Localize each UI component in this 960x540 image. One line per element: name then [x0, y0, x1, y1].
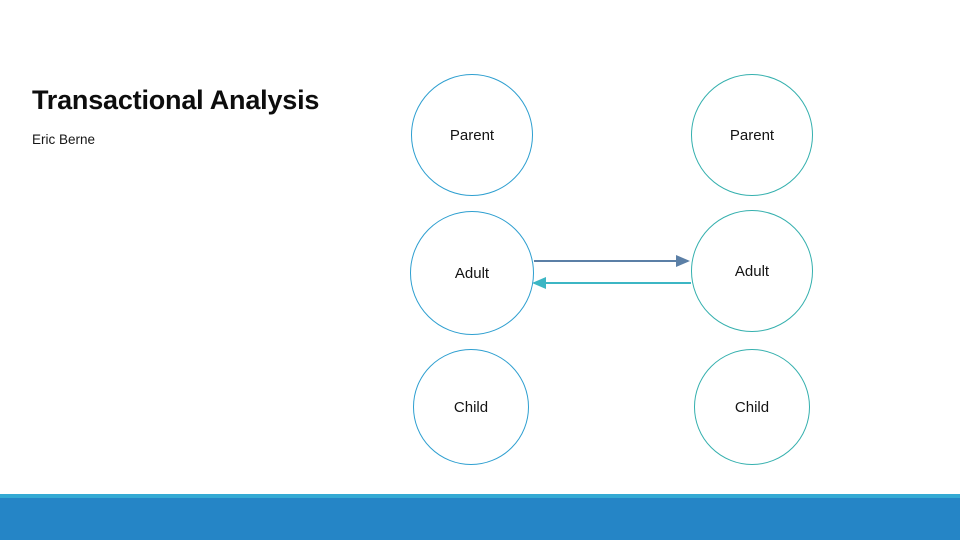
ego-state-right-child[interactable]: Child	[694, 349, 810, 465]
footer-accent-stripe	[0, 494, 960, 498]
ego-state-left-adult[interactable]: Adult	[410, 211, 534, 335]
slide-subtitle: Eric Berne	[32, 131, 96, 147]
page-title: Transactional Analysis	[32, 85, 320, 115]
ego-state-left-parent[interactable]: Parent	[411, 74, 533, 196]
ego-state-right-parent[interactable]: Parent	[691, 74, 813, 196]
ego-state-label: Child	[734, 398, 770, 416]
ego-state-left-child[interactable]: Child	[413, 349, 529, 465]
ego-state-label: Adult	[454, 264, 490, 282]
ego-state-label: Adult	[734, 262, 770, 280]
title-block: Transactional Analysis Eric Berne	[32, 85, 382, 147]
ego-state-label: Parent	[729, 126, 775, 144]
ego-state-label: Child	[453, 398, 489, 416]
ego-state-label: Parent	[449, 126, 495, 144]
footer-bar	[0, 498, 960, 540]
ego-state-right-adult[interactable]: Adult	[691, 210, 813, 332]
